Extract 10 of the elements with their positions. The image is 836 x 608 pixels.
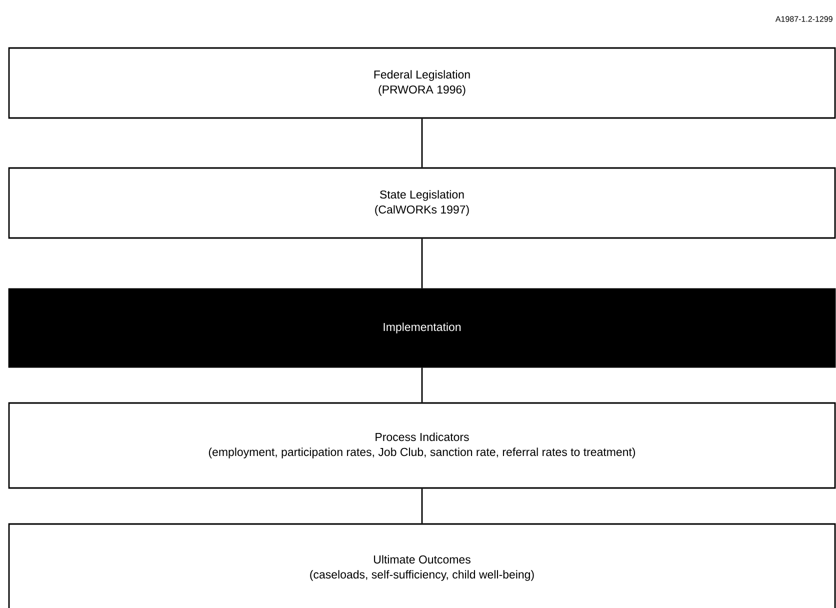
process-box: State Legislation (CalWORKs 1997) [8,167,836,239]
implementation-box: Implementation [8,288,836,368]
figure-code: A1987-1.2-1299 [775,16,832,22]
process-box: Federal Legislation (PRWORA 1996) [8,47,836,119]
connector-line [421,368,423,402]
process-box: Process Indicators (employment, participation rates, Job Club, sanction rate, referral rates to treatment) [8,402,836,489]
connector-line [421,238,423,288]
connector-line [421,488,423,524]
process-box: Ultimate Outcomes (caseloads, self-sufficiency, child well-being) [8,523,836,608]
connector-line [421,118,423,168]
